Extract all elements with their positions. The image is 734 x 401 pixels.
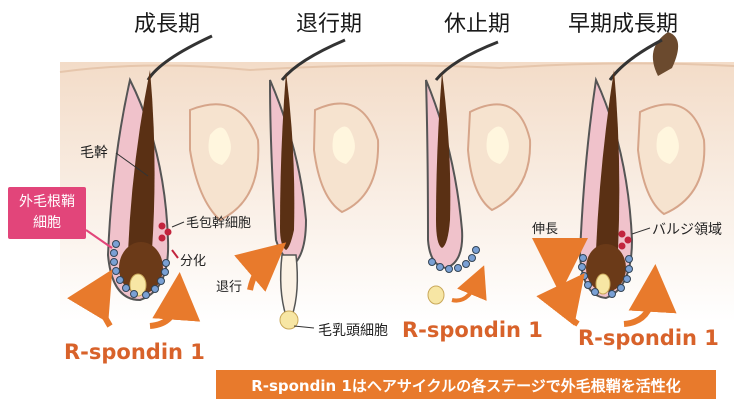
label-bulge-region: バルジ領域 [652, 219, 722, 239]
label-regression: 退行 [216, 276, 242, 295]
label-elongation: 伸長 [532, 218, 558, 237]
r-spondin-label-telogen: R-spondin 1 [402, 318, 543, 342]
r-spondin-label-anagen: R-spondin 1 [64, 340, 205, 364]
summary-banner-text: R-spondin 1はヘアサイクルの各ステージで外毛根鞘を活性化 [216, 375, 716, 396]
stage-title-anagen: 成長期 [134, 6, 200, 38]
leader-papilla [294, 326, 314, 328]
stage-title-early-anagen: 早期成長期 [568, 6, 678, 38]
summary-banner: R-spondin 1はヘアサイクルの各ステージで外毛根鞘を活性化 [216, 370, 716, 399]
label-hair-shaft: 毛幹 [80, 142, 108, 162]
callout-text: 外毛根鞘 細胞 [8, 192, 86, 234]
label-differentiation: 分化 [180, 250, 206, 269]
r-spondin-label-early-anagen: R-spondin 1 [578, 326, 719, 350]
stage-title-telogen: 休止期 [444, 6, 510, 38]
label-hair-follicle-stem-cell: 毛包幹細胞 [186, 212, 251, 231]
label-dermal-papilla-cell: 毛乳頭細胞 [318, 320, 388, 340]
stage-title-catagen: 退行期 [296, 6, 362, 38]
outer-root-sheath-callout: 外毛根鞘 細胞 [8, 187, 86, 239]
